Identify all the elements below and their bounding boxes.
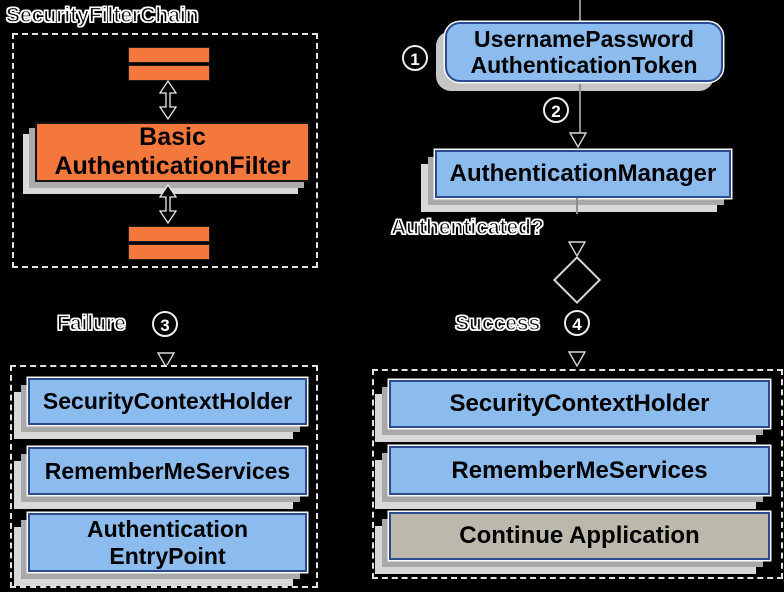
continue-application-node: Continue Application xyxy=(389,512,770,560)
failure-remember-me-services-node: RememberMeServices xyxy=(28,447,307,495)
failure-label: Failure xyxy=(56,311,126,335)
step-1-badge: 1 xyxy=(402,45,428,71)
filter-bar-bottom-2 xyxy=(128,244,210,260)
flow-line-top xyxy=(579,0,581,22)
step-4-badge: 4 xyxy=(564,310,590,336)
success-box2-label: RememberMeServices xyxy=(451,456,708,484)
success-label: Success xyxy=(454,311,541,335)
step-2-badge: 2 xyxy=(543,97,569,123)
arrowhead-icon xyxy=(567,351,587,368)
success-remember-me-services-node: RememberMeServices xyxy=(389,446,770,495)
filter-bar-top-1 xyxy=(128,47,210,63)
token-label-line1: UsernamePassword xyxy=(474,25,694,52)
double-arrow-icon xyxy=(158,184,178,224)
authenticated-question-label: Authenticated? xyxy=(390,215,544,239)
arrowhead-icon xyxy=(567,241,587,258)
arrowhead-icon xyxy=(568,132,588,149)
success-box1-label: SecurityContextHolder xyxy=(449,390,710,418)
failure-box2-label: RememberMeServices xyxy=(44,457,291,484)
failure-security-context-holder-node: SecurityContextHolder xyxy=(28,378,307,425)
failure-box3-label-line1: Authentication xyxy=(87,516,248,543)
token-label-line2: AuthenticationToken xyxy=(470,52,698,78)
authentication-manager-node: AuthenticationManager xyxy=(435,150,731,198)
security-filter-chain-title: SecurityFilterChain xyxy=(5,3,199,27)
double-arrow-icon xyxy=(158,80,178,120)
failure-box1-label: SecurityContextHolder xyxy=(42,388,293,415)
username-password-authentication-token-node: UsernamePassword AuthenticationToken xyxy=(445,22,723,82)
failure-authentication-entry-point-node: Authentication EntryPoint xyxy=(28,513,307,572)
basic-filter-label-line2: AuthenticationFilter xyxy=(54,152,291,180)
success-security-context-holder-node: SecurityContextHolder xyxy=(389,380,770,428)
filter-bar-top-2 xyxy=(128,65,210,81)
success-box3-label: Continue Application xyxy=(459,522,700,550)
basic-filter-label-line1: Basic xyxy=(139,123,206,152)
authentication-manager-label: AuthenticationManager xyxy=(449,160,717,188)
step-3-badge: 3 xyxy=(152,311,178,337)
basic-authentication-filter-node: Basic AuthenticationFilter xyxy=(35,122,310,182)
flow-line-manager-to-decision xyxy=(576,198,578,214)
flow-line-token-to-manager xyxy=(579,84,581,133)
filter-bar-bottom-1 xyxy=(128,226,210,242)
decision-diamond-icon xyxy=(552,255,602,305)
failure-box3-label-line2: EntryPoint xyxy=(109,542,226,569)
arrowhead-icon xyxy=(156,352,176,369)
